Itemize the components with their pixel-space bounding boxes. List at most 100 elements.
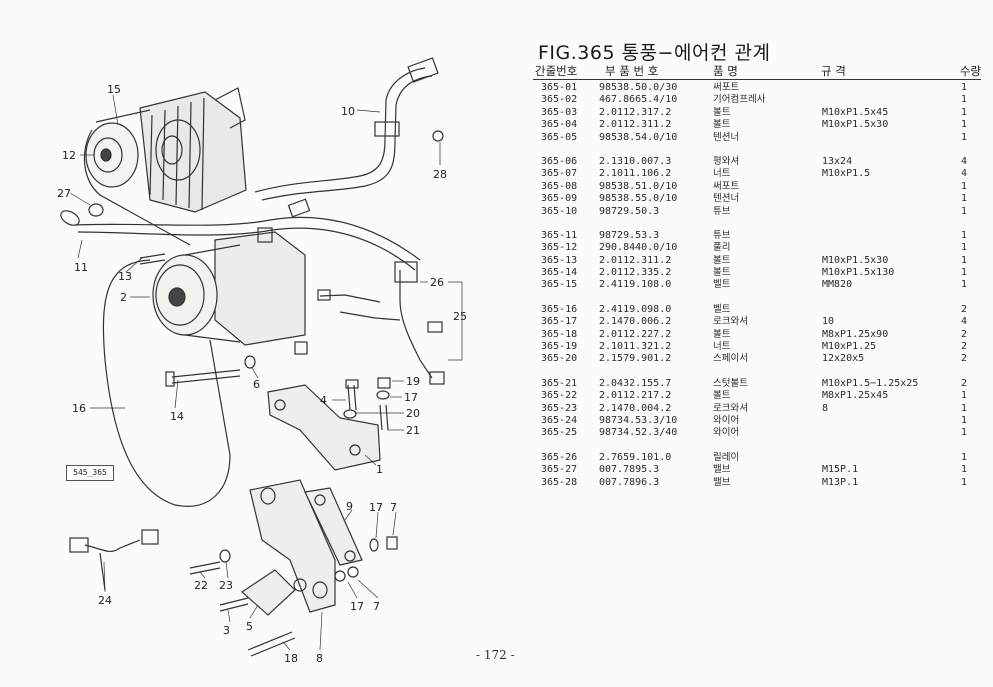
diagram-ref-label: 545_365 — [66, 465, 114, 481]
cell-spec: M8xP1.25x90 — [822, 328, 889, 340]
cell-ref: 365-25 — [541, 427, 578, 439]
cell-qty: 1 — [960, 476, 967, 488]
cell-name: 벨트 — [713, 279, 731, 291]
header-qty: 수량 — [959, 64, 981, 78]
cell-name: 볼트 — [713, 390, 731, 402]
cell-ref: 365-22 — [541, 390, 578, 402]
cell-spec: M10xP1.5x130 — [822, 267, 895, 279]
callout-17-c: 17 — [350, 600, 364, 613]
cell-part: 98734.53.3/10 — [599, 414, 678, 426]
callout-5: 5 — [246, 620, 253, 633]
cell-spec: 10 — [822, 316, 835, 328]
cell-spec: 8 — [822, 402, 829, 414]
cell-part: 2.1011.106.2 — [599, 168, 672, 180]
cell-ref: 365-27 — [541, 464, 578, 476]
callout-14: 14 — [170, 410, 184, 423]
callout-1: 1 — [376, 463, 383, 476]
cell-part: 007.7896.3 — [599, 476, 660, 488]
cell-name: 평와셔 — [713, 155, 740, 167]
cell-ref: 365-06 — [541, 155, 578, 167]
cell-ref: 365-20 — [541, 353, 578, 365]
cell-spec: M10xP1.5x30 — [822, 119, 889, 131]
cell-name: 벨트 — [713, 303, 731, 315]
cell-name: 써포트 — [713, 180, 740, 192]
callout-6: 6 — [253, 378, 260, 391]
cell-qty: 1 — [960, 464, 967, 476]
cell-ref: 365-26 — [541, 451, 578, 463]
bracket-8-drawing — [249, 479, 336, 613]
cell-ref: 365-15 — [541, 279, 578, 291]
cell-name: 너트 — [713, 341, 731, 353]
cell-part: 2.4119.098.0 — [599, 303, 672, 315]
cell-spec: 13x24 — [822, 155, 853, 167]
cell-qty: 1 — [960, 254, 967, 266]
cell-part: 2.0112.227.2 — [599, 328, 672, 340]
cell-part: 98538.50.0/30 — [599, 82, 678, 93]
cell-qty: 2 — [960, 377, 967, 389]
cell-qty: 2 — [960, 353, 967, 365]
tensioner-5-drawing — [241, 569, 296, 616]
group-spacer — [533, 440, 981, 452]
cell-part: 2.0112.311.2 — [599, 119, 672, 131]
cell-qty: 2 — [960, 328, 967, 340]
cell-spec: M10xP1.5x30 — [822, 254, 889, 266]
cell-part: 98729.53.3 — [599, 229, 660, 241]
bracket-9-drawing — [304, 487, 363, 566]
cell-ref: 365-10 — [541, 205, 578, 217]
cell-name: 로크와셔 — [713, 402, 748, 414]
cell-part: 467.8665.4/10 — [599, 94, 678, 106]
callout-11: 11 — [74, 261, 88, 274]
cell-qty: 2 — [960, 303, 967, 315]
callout-12: 12 — [62, 149, 76, 162]
callout-21: 21 — [406, 424, 420, 437]
cell-spec: M13P.1 — [822, 476, 859, 488]
cell-name: 볼트 — [713, 267, 731, 279]
callout-8: 8 — [316, 652, 323, 665]
cell-part: 2.0112.317.2 — [599, 106, 672, 118]
cell-spec: M10xP1.5−1.25x25 — [822, 377, 919, 389]
cell-ref: 365-17 — [541, 316, 578, 328]
alternator-drawing — [139, 87, 247, 213]
cell-part: 2.0112.335.2 — [599, 267, 672, 279]
cell-name: 써포트 — [713, 82, 740, 93]
cell-ref: 365-05 — [541, 131, 578, 143]
callout-9: 9 — [346, 500, 353, 513]
callout-19: 19 — [406, 375, 420, 388]
washers-drawing — [88, 130, 444, 582]
callout-16: 16 — [72, 402, 86, 415]
cell-qty: 1 — [960, 193, 967, 205]
cell-name: 텐션너 — [713, 193, 740, 205]
callout-2: 2 — [120, 291, 127, 304]
cell-qty: 1 — [960, 414, 967, 426]
cell-qty: 1 — [960, 119, 967, 131]
callout-20: 20 — [406, 407, 420, 420]
figure-title: FIG.365 통풍−에어컨 관계 — [538, 42, 771, 64]
cell-part: 2.1470.006.2 — [599, 316, 672, 328]
cell-name: 스페이서 — [713, 353, 748, 365]
callout-10: 10 — [341, 105, 355, 118]
cell-name: 기어컴프레사 — [713, 94, 766, 106]
callout-23: 23 — [219, 579, 233, 592]
callout-7-b: 7 — [373, 600, 380, 613]
cell-part: 98538.54.0/10 — [599, 131, 678, 143]
cell-part: 2.7659.101.0 — [599, 451, 672, 463]
group-spacer — [533, 366, 981, 378]
cell-name: 볼트 — [713, 119, 731, 131]
header-spec: 규 격 — [821, 64, 846, 78]
callout-26: 26 — [430, 276, 444, 289]
header-part: 부 품 번 호 — [605, 64, 659, 78]
callout-13: 13 — [118, 270, 132, 283]
cell-qty: 1 — [960, 205, 967, 217]
